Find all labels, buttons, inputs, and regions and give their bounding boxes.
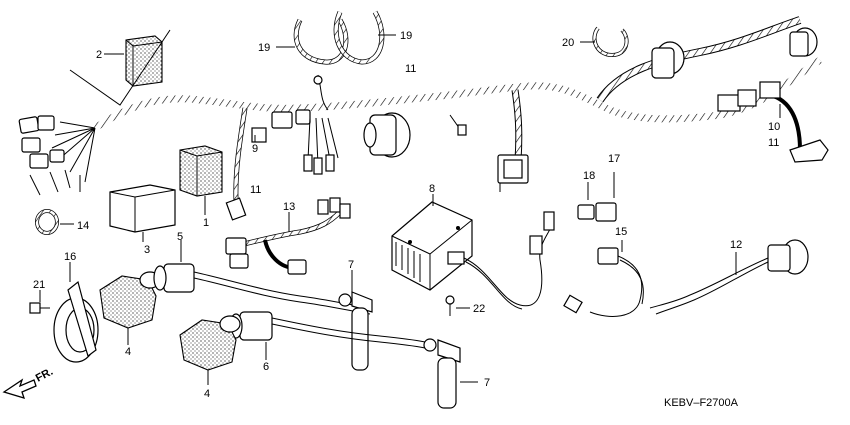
callout-17: 17 [608, 153, 620, 165]
callouts: 2 19 19 20 11 10 11 9 11 14 3 1 13 8 18 … [33, 30, 780, 409]
callout-7: 7 [348, 259, 354, 271]
part-5-coil [153, 240, 371, 315]
part-14-band [35, 209, 74, 235]
part-1-relay [179, 145, 223, 215]
callout-2: 2 [96, 49, 102, 61]
callout-11: 11 [250, 184, 261, 196]
callout-1: 1 [203, 217, 209, 229]
callout-18: 18 [583, 170, 595, 182]
callout-4: 4 [125, 346, 131, 358]
part-15-lead [563, 240, 644, 317]
part-7-plug-cap-lower [423, 338, 478, 409]
main-wire-harness [93, 16, 822, 201]
part-4-cap-lower [179, 315, 241, 385]
callout-10: 10 [768, 121, 780, 133]
front-direction-arrow [2, 378, 37, 399]
part-19-bands [276, 10, 396, 111]
part-21-bolt [29, 290, 50, 314]
callout-13: 13 [283, 201, 295, 213]
part-3-unit [109, 184, 176, 242]
callout-8: 8 [429, 183, 435, 195]
part-16-horn [53, 262, 99, 363]
harness-cap-right [651, 27, 818, 79]
callout-20: 20 [562, 37, 574, 49]
part-6-coil [229, 311, 426, 360]
front-direction-label: FR. [34, 366, 55, 385]
callout-9: 9 [252, 143, 258, 155]
callout-14: 14 [77, 220, 89, 232]
callout-3: 3 [144, 244, 150, 256]
part-8-regulator [391, 194, 555, 316]
callout-19: 19 [258, 42, 270, 54]
callout-4: 4 [204, 388, 210, 400]
callout-22: 22 [473, 303, 485, 315]
callout-5: 5 [177, 231, 183, 243]
part-12-lead [649, 239, 809, 315]
callout-21: 21 [33, 279, 45, 291]
part-20-band [580, 26, 629, 58]
diagram-code: KEBV–F2700A [664, 397, 739, 409]
harness-connectors [225, 81, 829, 221]
callout-12: 12 [730, 239, 742, 251]
harness-cap-center [363, 112, 467, 158]
callout-6: 6 [263, 361, 269, 373]
callout-11: 11 [768, 137, 779, 149]
callout-7: 7 [484, 377, 490, 389]
callout-19: 19 [400, 30, 412, 42]
part-7-plug-cap-upper [338, 270, 373, 371]
left-connector-bundle [18, 115, 96, 196]
part-18-17-relays [577, 172, 617, 222]
part-13-subharness [225, 197, 351, 275]
callout-16: 16 [64, 251, 76, 263]
part-4-cap-upper [99, 271, 161, 345]
callout-11: 11 [405, 63, 416, 75]
callout-15: 15 [615, 226, 627, 238]
part-2-relay [69, 29, 171, 106]
